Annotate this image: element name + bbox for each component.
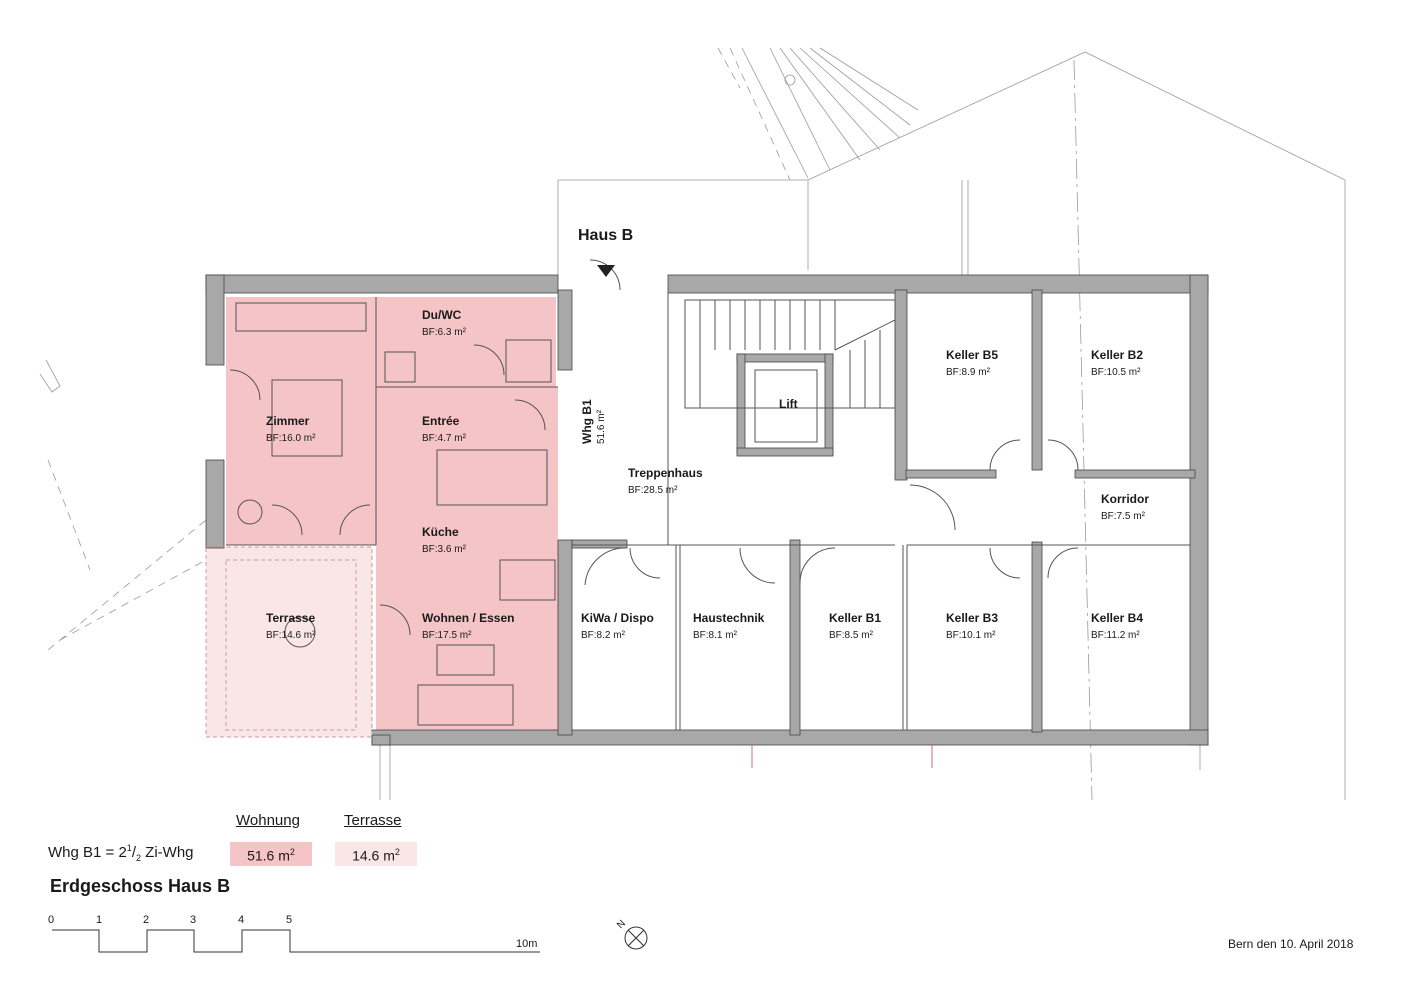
room-name: Entrée bbox=[422, 414, 460, 428]
date-text: Bern den 10. April 2018 bbox=[1228, 937, 1354, 951]
scale-tick-label: 3 bbox=[190, 914, 197, 926]
room-area: BF:11.2 m² bbox=[1091, 630, 1140, 641]
legend-row-suffix: Zi-Whg bbox=[141, 844, 194, 861]
room-name: Keller B5 bbox=[946, 348, 998, 362]
scale-tick-label: 4 bbox=[238, 914, 245, 926]
scale-tick-label: 2 bbox=[143, 914, 150, 926]
room-name: Terrasse bbox=[266, 611, 315, 625]
legend-row-prefix: Whg B1 = 2 bbox=[48, 844, 127, 861]
room-area: BF:3.6 m² bbox=[422, 544, 467, 555]
room-name: Wohnen / Essen bbox=[422, 611, 514, 625]
walls bbox=[205, 274, 1209, 746]
unit-tag-name: Whg B1 bbox=[580, 399, 594, 444]
room-name: Zimmer bbox=[266, 414, 310, 428]
section-markers bbox=[751, 745, 933, 768]
room-area: BF:7.5 m² bbox=[1101, 511, 1146, 522]
room-name: Lift bbox=[779, 397, 798, 411]
room-area: BF:14.6 m² bbox=[266, 630, 316, 641]
wohnung-value-text: 51.6 m bbox=[247, 847, 290, 864]
sheet-title: Erdgeschoss Haus B bbox=[50, 876, 231, 896]
room-labels: Du/WC BF:6.3 m² Zimmer BF:16.0 m² Entrée… bbox=[266, 308, 1149, 641]
building-label: Haus B bbox=[578, 227, 634, 244]
room-name: Treppenhaus bbox=[628, 466, 703, 480]
north-arrow-icon bbox=[624, 926, 648, 950]
scale-bar bbox=[52, 929, 540, 953]
legend-header-wohnung: Wohnung bbox=[236, 812, 300, 829]
site-context bbox=[39, 47, 1346, 801]
room-area: BF:8.2 m² bbox=[581, 630, 626, 641]
room-area: BF:10.5 m² bbox=[1091, 367, 1141, 378]
room-area: BF:10.1 m² bbox=[946, 630, 996, 641]
room-name: Haustechnik bbox=[693, 611, 765, 625]
legend-terrasse-value: 14.6 m2 bbox=[335, 842, 417, 866]
terrasse-value-text: 14.6 m bbox=[352, 847, 395, 864]
room-area: BF:28.5 m² bbox=[628, 485, 678, 496]
legend-header-terrasse: Terrasse bbox=[344, 812, 402, 829]
scale-tick-label: 1 bbox=[96, 914, 103, 926]
room-name: Du/WC bbox=[422, 308, 462, 322]
room-area: BF:6.3 m² bbox=[422, 327, 467, 338]
room-name: Keller B4 bbox=[1091, 611, 1143, 625]
legend-wohnung-value: 51.6 m2 bbox=[230, 842, 312, 866]
legend-row-label: Whg B1 = 21/2 Zi-Whg bbox=[48, 843, 194, 863]
scale-end-label: 10m bbox=[516, 938, 538, 950]
room-area: BF:8.1 m² bbox=[693, 630, 738, 641]
unit-tag: Whg B1 51.6 m² bbox=[580, 399, 607, 444]
entrance-marker bbox=[597, 265, 615, 277]
room-area: BF:17.5 m² bbox=[422, 630, 472, 641]
scale-tick-label: 5 bbox=[286, 914, 293, 926]
room-name: Küche bbox=[422, 525, 459, 539]
room-area: BF:8.5 m² bbox=[829, 630, 874, 641]
north-label: N bbox=[615, 918, 628, 931]
unit-tag-area: 51.6 m² bbox=[596, 409, 607, 444]
room-name: KiWa / Dispo bbox=[581, 611, 654, 625]
interior-lines bbox=[205, 259, 1190, 738]
room-name: Keller B1 bbox=[829, 611, 881, 625]
room-area: BF:8.9 m² bbox=[946, 367, 991, 378]
wohnung-unit-sup: 2 bbox=[289, 847, 295, 857]
room-name: Keller B3 bbox=[946, 611, 998, 625]
legend-row-sub: 2 bbox=[135, 853, 141, 863]
apartment-area bbox=[206, 297, 558, 737]
terrasse-unit-sup: 2 bbox=[394, 847, 400, 857]
room-area: BF:16.0 m² bbox=[266, 433, 316, 444]
legend-row-slash: / bbox=[131, 844, 136, 861]
legend-row-sup: 1 bbox=[126, 843, 132, 853]
scale-tick-label: 0 bbox=[48, 914, 55, 926]
room-area: BF:4.7 m² bbox=[422, 433, 467, 444]
room-name: Korridor bbox=[1101, 492, 1149, 506]
room-name: Keller B2 bbox=[1091, 348, 1143, 362]
